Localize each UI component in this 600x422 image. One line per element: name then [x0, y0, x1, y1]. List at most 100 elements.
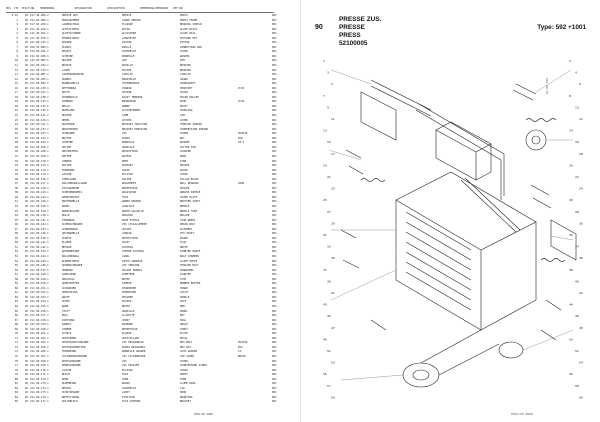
cell-fr: MOYEU: [122, 305, 130, 308]
cell-fr: DECROTTOIR: [122, 150, 138, 154]
cell-pos: 20: [14, 104, 18, 108]
cell-num: 211.60.165.1: [30, 345, 49, 349]
cell-de: HANDRAD: [62, 268, 73, 272]
cell-en: IDLER ROLLER: [180, 95, 199, 99]
cell-num: 211.60.120.1: [30, 118, 49, 122]
cell-pos: 51: [14, 245, 18, 249]
cell-num: 211.60.154.1: [30, 300, 49, 304]
cell-qty: 20: [24, 32, 28, 36]
callout-number: 17: [331, 152, 335, 156]
callout-number: 21: [327, 175, 331, 179]
cell-fr: GRAISSEUR: [122, 191, 137, 195]
cell-ref: 001: [272, 73, 277, 77]
cell-ref: 001: [272, 59, 277, 63]
cell-de: BEFESTIGUNG: [62, 395, 80, 399]
cell-de: GLEITSTUECK: [62, 27, 80, 31]
cell-num: 211.60.110.1: [30, 159, 49, 163]
cell-de: KURBEL: [62, 77, 72, 81]
cell-ref: 001: [272, 236, 277, 240]
cell-num: 211.60.153.1: [30, 295, 49, 299]
cell-en: HANDWHEEL: [180, 268, 195, 272]
cell-ref: 001: [272, 223, 277, 227]
cell-ref: 001: [272, 68, 277, 72]
cell-fr: ACCOUPLEMENT: [122, 109, 141, 113]
cell-num: 517.63.100.1: [30, 23, 49, 27]
cell-en: CRANKSHAFT: [180, 82, 196, 86]
cell-en: STRAP: [180, 173, 188, 177]
cell-en: TENSION SPRING: [180, 123, 202, 127]
cell-ref: 001: [272, 355, 277, 359]
cell-de: GEGENMESSER: [62, 250, 80, 254]
cell-num: 121.45.021.1: [30, 32, 49, 36]
cell-pos: 34: [14, 168, 18, 172]
cell-qty: 20: [24, 395, 28, 399]
cell-fr: BIELLE: [122, 45, 132, 49]
cell-pos: 18: [14, 95, 18, 99]
cell-pos: 78: [14, 368, 18, 372]
cell-ref: 001: [272, 400, 277, 404]
cell-pos: 22: [14, 114, 18, 118]
cell-fr: RESSORT TRACTION: [122, 123, 147, 127]
callout-number: 11: [331, 117, 335, 121]
cell-en: COVER: [180, 50, 188, 54]
cell-en: GEAR: [180, 100, 187, 104]
cell-en: GREASE NIPPLE: [180, 191, 201, 195]
cell-fr: VIS CISAILLEMENT: [122, 223, 147, 227]
cell-ref: 001: [272, 86, 277, 90]
cell-ref: 001: [272, 232, 277, 236]
cell-pos: 44: [14, 214, 18, 218]
cell-num: 211.60.134.1: [30, 68, 49, 72]
cell-ref: 001: [272, 314, 277, 318]
cell-ref: 001: [272, 27, 277, 31]
cell-de: RAFFER: [62, 154, 72, 158]
cell-fr: CANAL: [122, 254, 130, 258]
cell-de: BUCHSE: [62, 64, 72, 68]
cell-num: 211.60.133.1: [30, 227, 49, 231]
cell-en: ANGLE: [180, 323, 188, 327]
cell-note: M8X20: [238, 355, 246, 359]
cell-num: 211.60.173.1: [30, 382, 49, 386]
cell-qty: 20: [24, 77, 28, 81]
cell-pos: 74: [14, 350, 18, 354]
cell-pos: 50: [14, 241, 18, 245]
cell-num: 211.60.129.1: [30, 209, 49, 213]
cell-fr: GLISSIERE: [122, 32, 137, 36]
cell-fr: VILEBREQUIN: [122, 82, 140, 86]
cell-num: 211.60.137.1: [30, 127, 49, 131]
cell-en: BRACKET: [180, 400, 191, 404]
cell-num: 211.60.169.1: [30, 364, 49, 368]
cell-de: ZAHNRAD: [62, 100, 73, 104]
cell-de: PRESSRAHMEN: [62, 18, 80, 22]
cell-fr: VOLANT MANUEL: [122, 268, 143, 272]
cell-ref: 001: [272, 186, 277, 190]
callout-number: 43: [323, 303, 327, 307]
cell-de: WINKEL: [62, 323, 72, 327]
cell-en: WASHER: [180, 54, 190, 58]
cell-ref: 001: [272, 32, 277, 36]
cell-note: Z=15: [238, 86, 245, 90]
cell-fr: AXE: [122, 59, 127, 63]
cell-num: 211.60.150.1: [30, 282, 49, 286]
cell-num: 211.82.028.1: [30, 54, 49, 58]
cell-pos: 28: [14, 141, 18, 145]
cell-en: STRAP: [180, 368, 188, 372]
cell-en: LOCK WASHER: [180, 350, 198, 354]
cell-fr: ESSIEU: [122, 300, 132, 304]
cell-qty: 20: [24, 273, 28, 277]
cell-fr: VOLET: [122, 241, 130, 245]
cell-en: HEX BOLT: [180, 341, 193, 345]
cell-qty: 20: [24, 286, 28, 290]
cell-de: GLEITSCHIENE: [62, 32, 81, 36]
cell-num: 211.60.113.1: [30, 164, 49, 168]
